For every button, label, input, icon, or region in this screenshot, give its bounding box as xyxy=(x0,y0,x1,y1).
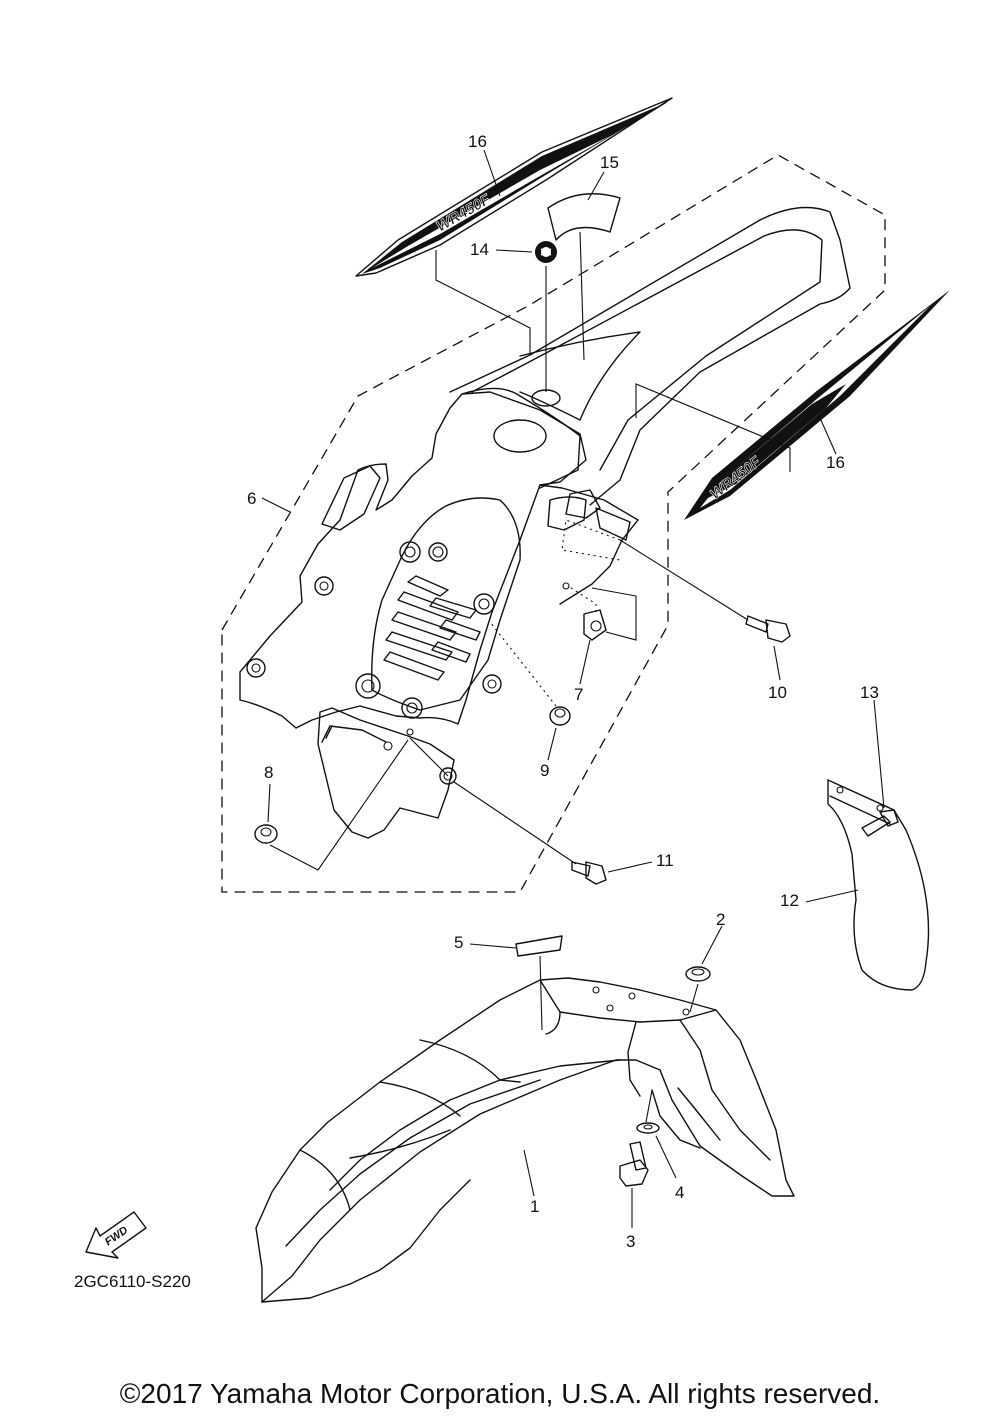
callout-9: 9 xyxy=(540,761,549,780)
decal-16-upper: WR450F xyxy=(355,97,673,277)
callout-2: 2 xyxy=(716,910,725,929)
nut-7 xyxy=(583,609,607,641)
fwd-label: FWD xyxy=(103,1224,130,1248)
callout-14: 14 xyxy=(470,240,489,259)
callout-3: 3 xyxy=(626,1232,635,1251)
drawing-code: 2GC6110-S220 xyxy=(74,1272,191,1291)
callout-16-upper: 16 xyxy=(468,132,487,151)
decal-16-right: WR450F xyxy=(684,290,950,520)
callout-7: 7 xyxy=(574,685,583,704)
callout-5: 5 xyxy=(454,933,463,952)
callout-4: 4 xyxy=(675,1183,684,1202)
callout-10: 10 xyxy=(768,683,787,702)
collar-8 xyxy=(254,824,278,844)
callout-13: 13 xyxy=(860,683,879,702)
bolt-11 xyxy=(571,861,607,885)
callout-12: 12 xyxy=(780,891,799,910)
front-fender xyxy=(255,977,795,1303)
callout-11: 11 xyxy=(656,851,674,870)
washer-4 xyxy=(636,1122,660,1134)
callout-1: 1 xyxy=(530,1197,539,1216)
callout-6: 6 xyxy=(247,489,256,508)
grommet-9 xyxy=(549,706,571,726)
callout-8: 8 xyxy=(264,763,273,782)
mud-flap-12 xyxy=(827,779,930,991)
rear-fender-assembly-boundary xyxy=(221,154,886,893)
copyright-notice: ©2017 Yamaha Motor Corporation, U.S.A. A… xyxy=(119,1378,881,1409)
bolt-10 xyxy=(745,615,791,643)
callout-16-right: 16 xyxy=(826,453,845,472)
fwd-arrow-icon: FWD xyxy=(85,1211,147,1259)
vent-slots xyxy=(383,575,481,681)
leader-lines xyxy=(261,149,885,1228)
label-15 xyxy=(547,193,621,241)
rear-fender xyxy=(239,206,851,839)
bolt-3 xyxy=(619,1141,649,1187)
emblem-14 xyxy=(535,241,557,263)
callout-15: 15 xyxy=(600,153,619,172)
callout-numbers: 16 15 14 16 6 7 10 13 9 8 11 12 2 5 4 1 … xyxy=(247,132,879,1251)
collar-2 xyxy=(685,966,711,982)
label-5 xyxy=(515,935,563,957)
